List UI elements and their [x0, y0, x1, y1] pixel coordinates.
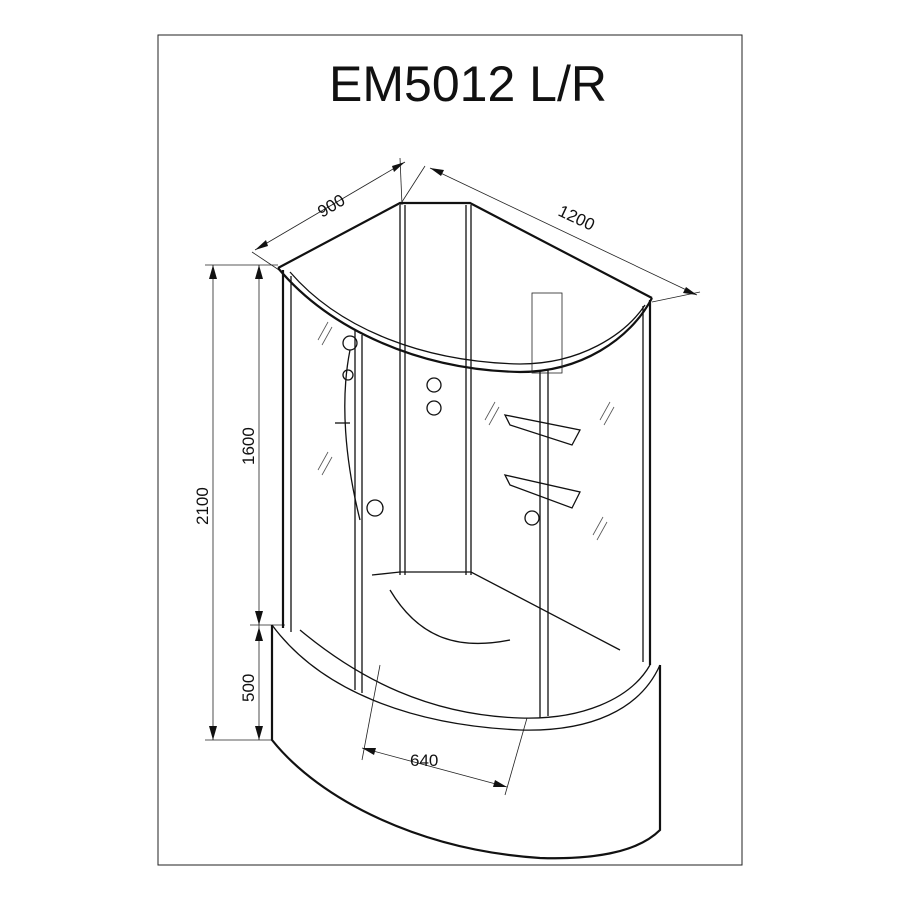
- cabin: [270, 201, 662, 860]
- tray-height-label: 500: [239, 674, 258, 702]
- dimension-total-height: 2100: [193, 264, 278, 741]
- depth-label: 900: [314, 191, 348, 222]
- cabin-height-label: 1600: [239, 427, 258, 465]
- dimension-door-opening: 640: [361, 664, 528, 796]
- door-opening-label: 640: [410, 751, 438, 770]
- dimension-cabin-height: 1600: [239, 265, 285, 626]
- dimension-tray-height: 500: [239, 625, 263, 740]
- drawing-frame: [157, 34, 743, 866]
- dimension-depth: 900: [251, 157, 406, 273]
- width-label: 1200: [555, 201, 597, 234]
- model-title: EM5012 L/R: [329, 56, 607, 112]
- total-height-label: 2100: [193, 487, 212, 525]
- dimension-width: 1200: [399, 165, 701, 303]
